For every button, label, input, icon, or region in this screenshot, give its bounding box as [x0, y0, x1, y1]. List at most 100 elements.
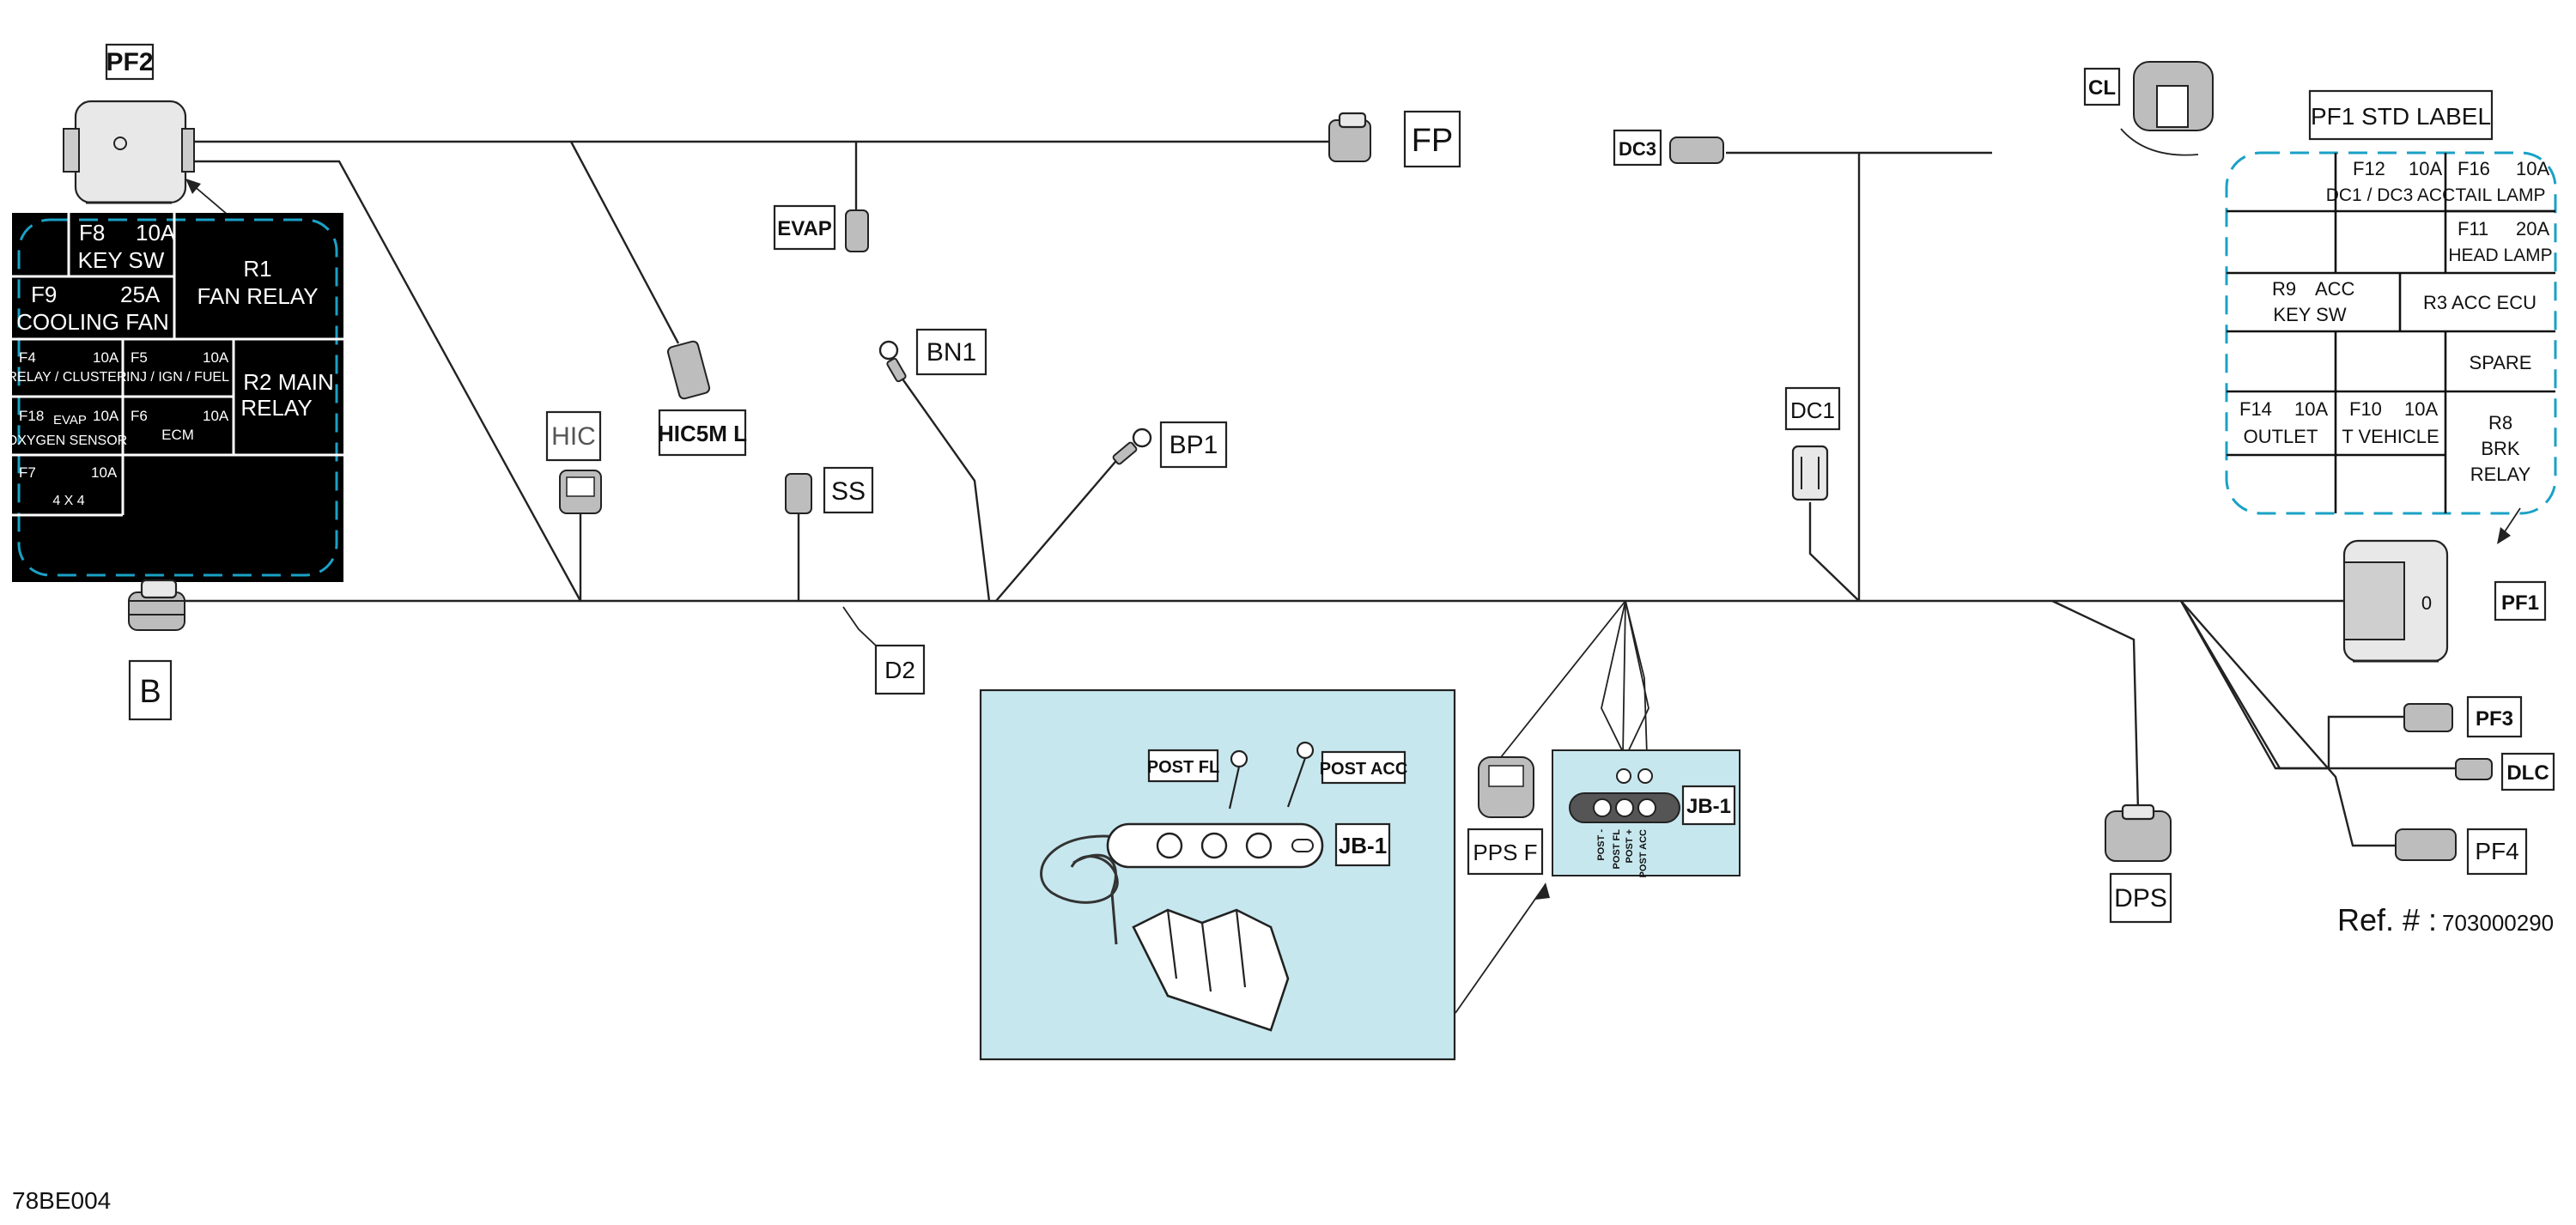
dc1-connector[interactable]: [1791, 445, 1829, 501]
f5-amp: 10A: [203, 349, 229, 366]
bn1-wire: [901, 377, 991, 602]
jb1-small-label[interactable]: JB-1: [1681, 785, 1736, 826]
dc1-label[interactable]: DC1: [1784, 386, 1841, 431]
bn1-terminal[interactable]: [878, 340, 907, 383]
hic5m-connector-body: [666, 340, 711, 400]
pf3-connector[interactable]: [2403, 703, 2453, 732]
post-fl-label-text: POST FL: [1147, 758, 1219, 777]
post-acc-ring-icon: [1296, 741, 1315, 760]
dps-connector[interactable]: [2105, 804, 2172, 862]
f5-name: F5: [131, 349, 148, 366]
jb-post-acc: POST ACC: [1638, 829, 1649, 877]
inset-link-arrowhead: [1535, 882, 1550, 900]
pf2-panel-grid: [12, 213, 343, 517]
pf1-mark: 0: [2421, 592, 2432, 614]
bp1-label[interactable]: BP1: [1159, 421, 1228, 469]
pf1-std-label-panel: F12 10A DC1 / DC3 ACC F16 10A TAIL LAMP …: [2225, 151, 2557, 515]
hic-connector[interactable]: [559, 470, 602, 514]
pf1-label[interactable]: PF1: [2494, 580, 2547, 622]
ss-label[interactable]: SS: [823, 466, 874, 514]
dc1-connector-body: [1791, 445, 1829, 501]
dc3-connector[interactable]: [1669, 136, 1724, 164]
cl-connector[interactable]: [2133, 61, 2214, 131]
evap-connector[interactable]: [845, 209, 869, 252]
jb1-large-label-box: [1334, 822, 1391, 867]
dlc-connector[interactable]: [2455, 758, 2493, 780]
bp1-terminal[interactable]: [1112, 428, 1152, 465]
pf1-label-box: [2494, 580, 2547, 622]
pf4-connector[interactable]: [2395, 828, 2457, 861]
post-acc-label[interactable]: POST ACC: [1320, 750, 1408, 785]
hic5m-connector[interactable]: [666, 340, 711, 400]
d2-label[interactable]: D2: [874, 644, 926, 695]
pps-connector[interactable]: [1478, 756, 1534, 818]
f16-desc: TAIL LAMP: [2455, 185, 2545, 205]
dlc-label[interactable]: DLC: [2500, 752, 2555, 791]
r8-line2: BRK: [2481, 438, 2520, 459]
pf1-std-label-title: PF1 STD LABEL: [2308, 89, 2494, 141]
f14-desc: OUTLET: [2244, 426, 2318, 447]
jb1-large-label-text: JB-1: [1339, 833, 1387, 858]
pf4-label-text: PF4: [2475, 838, 2518, 864]
dps-label[interactable]: DPS: [2109, 872, 2172, 924]
pf2-panel-arrowhead: [185, 179, 201, 194]
fp-label-text: FP: [1412, 123, 1454, 159]
jb-fan-wires-b: [1625, 600, 1648, 756]
dc3-label[interactable]: DC3: [1613, 129, 1662, 167]
pf2-connector-label[interactable]: PF2: [105, 43, 155, 81]
jb1-small-label-box: [1681, 785, 1736, 826]
pf3-label-text: PF3: [2476, 707, 2513, 731]
b-connector[interactable]: [128, 579, 185, 631]
evap-label[interactable]: EVAP: [773, 204, 836, 251]
f10-amp: 10A: [2404, 398, 2438, 420]
fp-connector[interactable]: [1328, 112, 1371, 162]
f4-amp: 10A: [93, 349, 119, 366]
d2-label-box: [874, 644, 926, 695]
pf1-panel-grid: [2227, 153, 2555, 513]
drawing-code: 78BE004: [12, 1187, 111, 1214]
r2-line2: RELAY: [240, 395, 312, 421]
jb1-large-inset: [979, 688, 1456, 1061]
pf3-connector-body: [2403, 703, 2453, 732]
jb1-large-label[interactable]: JB-1: [1334, 822, 1391, 867]
f16-name: F16: [2458, 158, 2490, 179]
dlc-label-text: DLC: [2506, 761, 2549, 785]
pf3-label[interactable]: PF3: [2466, 695, 2523, 738]
b-connector-label[interactable]: B: [128, 659, 173, 721]
bp1-label-box: [1159, 421, 1228, 469]
dc1-wire: [1808, 502, 1860, 602]
hic5m-label-text: HIC5M L: [658, 421, 747, 446]
pps-label[interactable]: PPS F: [1467, 828, 1544, 876]
f6-amp: 10A: [203, 408, 229, 424]
f16-amp: 10A: [2516, 158, 2549, 179]
cl-label[interactable]: CL: [2083, 67, 2121, 106]
hic-label[interactable]: HIC: [545, 410, 602, 462]
spare-text: SPARE: [2470, 352, 2532, 373]
hic-label-box: [545, 410, 602, 462]
pf2-fuse-box: [63, 100, 195, 204]
d2-label-text: D2: [884, 657, 915, 683]
f14-amp: 10A: [2294, 398, 2328, 420]
dps-label-text: DPS: [2114, 884, 2167, 913]
f11-desc: HEAD LAMP: [2448, 246, 2552, 265]
pf1-std-title: PF1 STD LABEL: [2311, 103, 2491, 130]
fp-label[interactable]: FP: [1403, 110, 1461, 168]
pf3-label-box: [2466, 695, 2523, 738]
post-fl-label[interactable]: POST FL: [1147, 749, 1219, 783]
hic5m-label[interactable]: HIC5M L: [658, 409, 747, 457]
cl-label-text: CL: [2088, 76, 2116, 100]
wire-network: [180, 128, 2521, 1014]
bn1-label[interactable]: BN1: [915, 328, 987, 376]
pf1-fuse-box[interactable]: 0: [2342, 539, 2449, 663]
pf1-label-text: PF1: [2501, 591, 2539, 615]
hic-label-text: HIC: [551, 422, 596, 451]
pf1-panel-dashed-outline: [2225, 151, 2557, 515]
ss-connector[interactable]: [785, 473, 812, 514]
dlc-connector-body: [2455, 758, 2493, 780]
pf2-fuse-panel: F8 10A KEY SW R1 FAN RELAY F9 25A COOLIN…: [7, 213, 343, 582]
f8-name: F8: [79, 220, 105, 246]
pf4-label[interactable]: PF4: [2466, 828, 2528, 876]
f11-name: F11: [2458, 218, 2488, 240]
r1-name: R1: [243, 256, 271, 282]
